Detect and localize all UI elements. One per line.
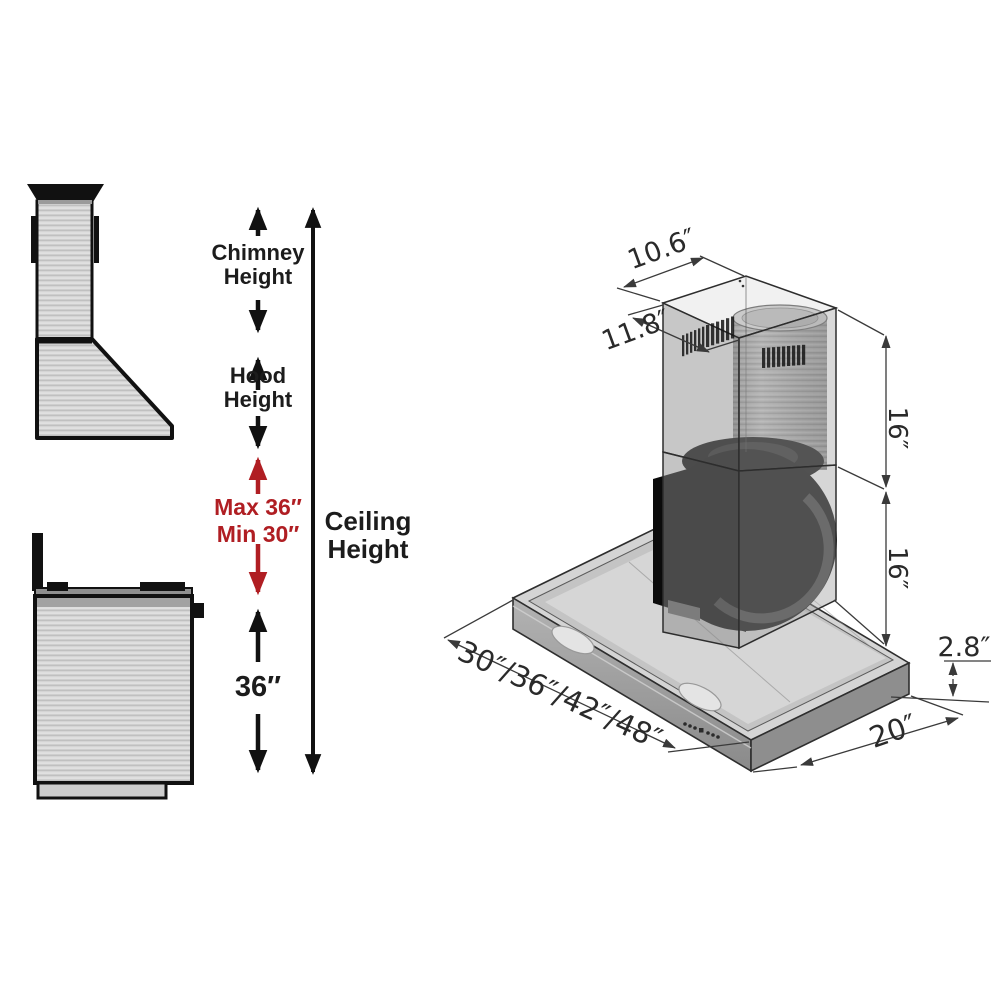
height-arrows [248,206,322,775]
chimney-lower-left-face [662,451,740,649]
hood-body-height-label: 2.8″ [937,632,991,663]
range-side-view [32,533,204,800]
mount-min-label: Min 30″ [216,521,300,547]
dim-20 [800,717,959,766]
base-front-right-face [750,661,910,773]
mount-max-label: Max 36″ [214,494,302,520]
upper-chimney-height-label: 16″ [882,406,912,450]
chimney-panels [660,275,839,650]
dim-width-options [447,639,676,749]
chimney-height-label: Chimney Height [211,240,305,289]
chimney-lower-right-face [738,464,837,650]
hood-light-right [678,682,722,712]
dimension-lines [443,255,991,773]
lower-chimney-height-label: 16″ [882,546,912,590]
vent-slots-right [762,344,806,368]
ceiling-height-label: Ceiling Height [324,506,412,565]
hood-to-range-distance-label: 36″ [234,671,282,703]
dim-11-8 [632,317,710,353]
control-buttons [683,722,720,739]
wall-hood-side-view [27,184,174,440]
dim-10-6 [623,257,704,288]
hood-height-label: Hood Height [223,363,293,412]
